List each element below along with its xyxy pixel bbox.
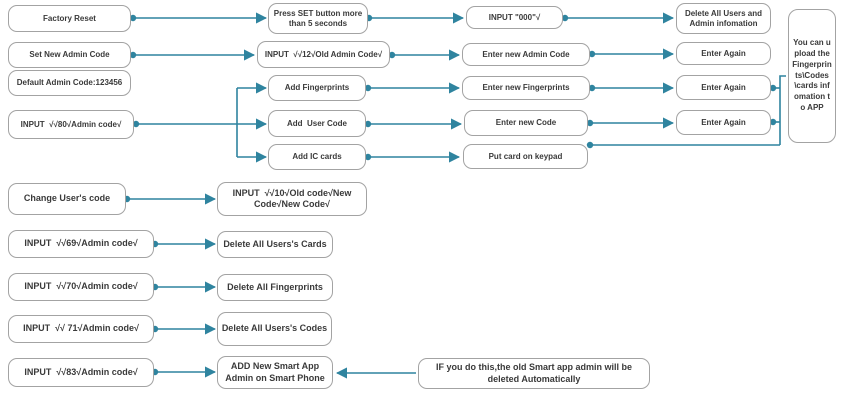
flow-node-change-users-code: Change User's code [8,183,126,215]
flow-node-input-71-admin-code: INPUT √√ 71√Admin code√ [8,315,154,343]
flow-node-delete-all-users-codes: Delete All Users's Codes [217,312,332,346]
flow-node-put-card-on-keypad: Put card on keypad [463,144,588,169]
flow-node-delete-all-fingerprints: Delete All Fingerprints [217,274,333,301]
flow-node-input-70-admin-code: INPUT √√70√Admin code√ [8,273,154,301]
flow-node-enter-new-admin-code: Enter new Admin Code [462,43,590,66]
flow-node-factory-reset: Factory Reset [8,5,131,32]
flow-node-enter-new-fingerprints: Enter new Fingerprints [462,76,590,100]
flow-node-delete-all-users-cards: Delete All Users's Cards [217,231,333,258]
flow-node-enter-again-code: Enter Again [676,110,771,135]
flow-node-input-69-admin-code: INPUT √√69√Admin code√ [8,230,154,258]
flow-node-add-user-code: Add User Code [268,110,366,137]
flow-node-input-83-admin-code: INPUT √√83√Admin code√ [8,358,154,387]
flow-node-add-fingerprints: Add Fingerprints [268,75,366,101]
flow-node-enter-again-fingerprints: Enter Again [676,75,771,100]
flow-node-set-new-admin-code: Set New Admin Code [8,42,131,68]
flow-node-enter-again-admin: Enter Again [676,42,771,65]
flow-node-input-000: INPUT "000"√ [466,6,563,29]
flow-node-add-new-smart-app-admin: ADD New Smart App Admin on Smart Phone [217,356,333,389]
flow-node-input-80-admin-code: INPUT √√80√Admin code√ [8,110,134,139]
flow-node-add-ic-cards: Add IC cards [268,144,366,170]
flow-node-upload-to-app-note: You can upload the Fingerprints\Codes \c… [788,9,836,143]
flow-node-enter-new-code: Enter new Code [464,110,588,136]
flow-node-input-12-old-admin-code: INPUT √√12√Old Admin Code√ [257,41,390,68]
flow-node-if-you-do-this-warning: IF you do this,the old Smart app admin w… [418,358,650,389]
flow-node-default-admin-code: Default Admin Code:123456 [8,70,131,96]
flow-node-input-10-old-new-code: INPUT √√10√Old code√New Code√New Code√ [217,182,367,216]
flow-node-press-set-button: Press SET button more than 5 seconds [268,3,368,34]
flow-node-delete-all-users-admin: Delete All Users and Admin infomation [676,3,771,34]
